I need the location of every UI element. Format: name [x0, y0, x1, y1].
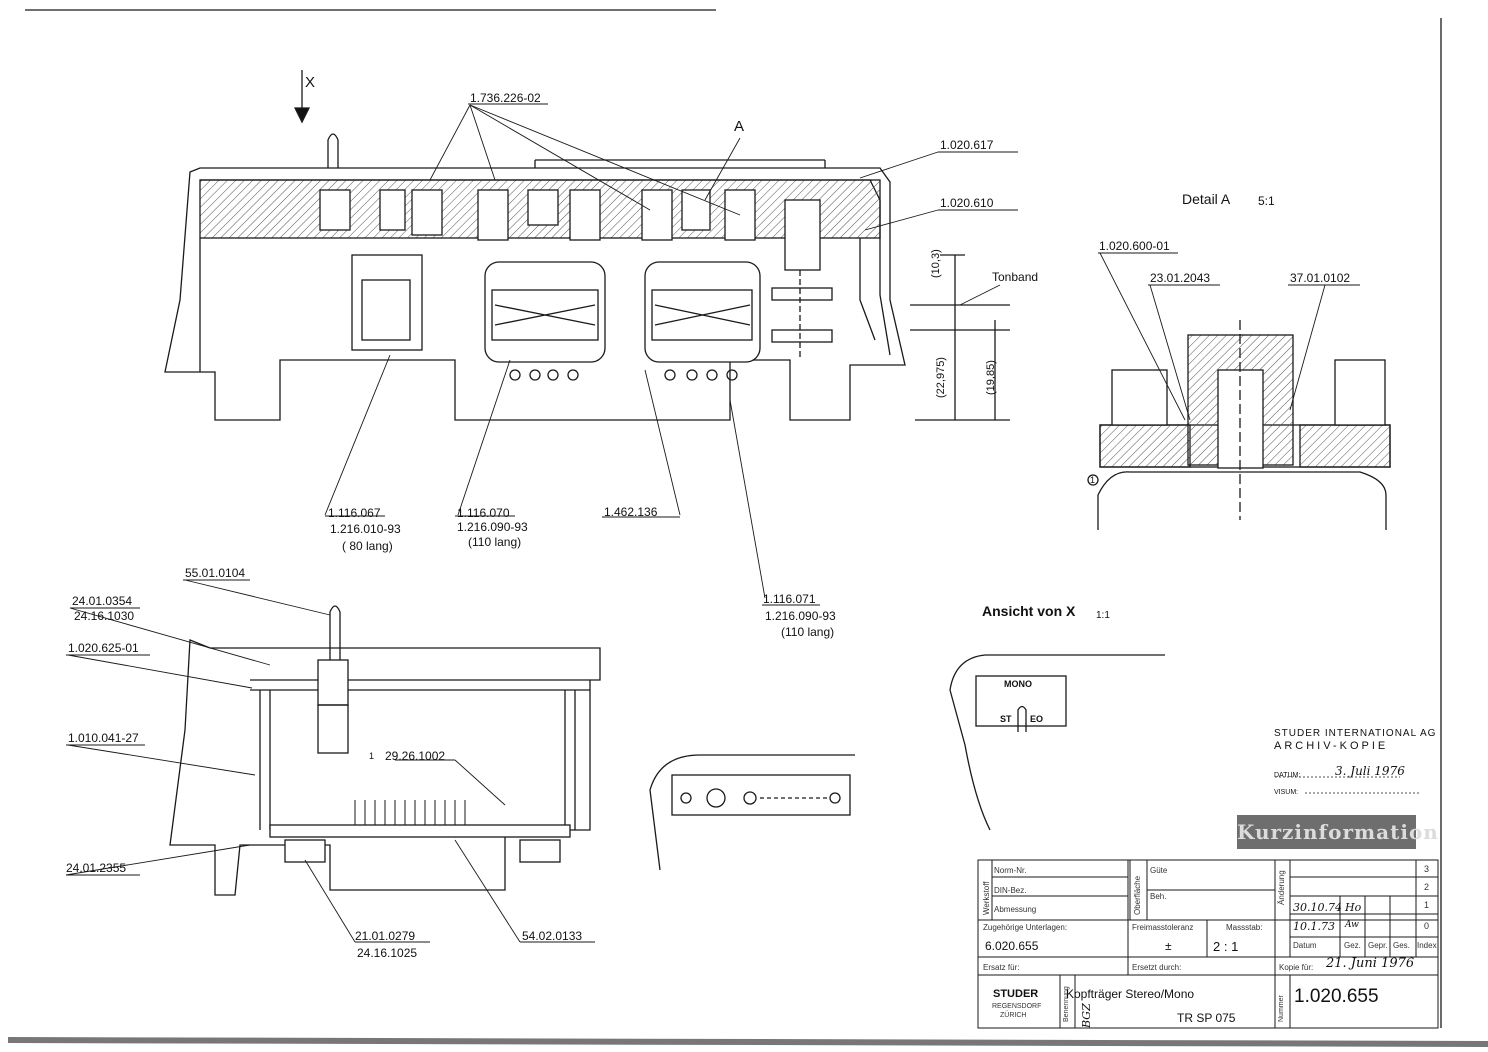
- tb-rev-0-by: Aw: [1345, 920, 1359, 930]
- drawing-subtitle: TR SP 075: [1177, 1011, 1236, 1025]
- dimension-19-85: (19,85): [985, 360, 997, 395]
- callout-detail-part-1: 1.020.600-01: [1099, 239, 1170, 253]
- tb-rev-2: 2: [1424, 882, 1430, 892]
- tb-rev-3: 3: [1424, 864, 1430, 874]
- callout-nut-b: 24.16.1025: [357, 946, 418, 960]
- callout-guide: 1.462.136: [604, 505, 658, 519]
- archive-date-label: DATUM:: [1274, 772, 1301, 779]
- drawing-title: Kopfträger Stereo/Mono: [1066, 987, 1195, 1001]
- tb-abmessung: Abmessung: [994, 905, 1037, 914]
- callout-screw-a: 24.01.0354: [72, 594, 133, 608]
- tb-din: DIN-Bez.: [994, 886, 1027, 895]
- callout-screw-b: 24.16.1030: [74, 609, 135, 623]
- detail-marker-1: 1: [1090, 475, 1096, 485]
- callout-plate: 1.020.625-01: [68, 641, 139, 655]
- callout-head-right-c: (110 lang): [781, 625, 835, 639]
- tb-col-datum: Datum: [1293, 941, 1317, 950]
- switch-label-stereo-right: EO: [1030, 714, 1044, 724]
- view-from-x-scale: 1:1: [1096, 610, 1110, 621]
- tb-kopie-date: 21. Juni 1976: [1326, 956, 1415, 971]
- tb-col-gez: Gez.: [1344, 941, 1361, 950]
- callout-switch: 55.01.0104: [185, 566, 246, 580]
- tb-col-index: Index: [1417, 941, 1437, 950]
- tb-col-ges: Ges.: [1393, 941, 1410, 950]
- main-view-housing: [164, 70, 1010, 421]
- tb-company: STUDER: [993, 988, 1039, 1000]
- tb-freimass-value: ±: [1165, 939, 1172, 953]
- view-from-x: [949, 654, 1165, 831]
- tb-nummer: Nummer: [1278, 995, 1285, 1022]
- callout-body: 1.010.041-27: [68, 731, 139, 745]
- callout-detail-part-3: 37.01.0102: [1290, 271, 1351, 285]
- tb-rev-0-date: 10.1.73: [1293, 920, 1335, 933]
- callout-connector: 54.02.0133: [522, 929, 583, 943]
- callout-nut-a: 21.01.0279: [355, 929, 416, 943]
- tb-ersatz-fuer: Ersatz für:: [983, 963, 1020, 972]
- callout-detail-part-2: 23.01.2043: [1150, 271, 1211, 285]
- tb-zugehoerige: Zugehörige Unterlagen:: [983, 923, 1068, 932]
- switch-label-mono: MONO: [1004, 679, 1032, 689]
- callout-head-mid-c: (110 lang): [468, 535, 522, 549]
- tb-norm: Norm-Nr.: [994, 866, 1027, 875]
- tb-scale: 2 : 1: [1213, 939, 1239, 954]
- tb-kopie-fuer: Kopie für:: [1279, 963, 1314, 972]
- tb-werkstoff: Werkstoff: [982, 881, 991, 916]
- callout-head-right-a: 1.116.071: [763, 592, 816, 606]
- detail-a-title: Detail A: [1182, 191, 1231, 207]
- callout-head-right-b: 1.216.090-93: [765, 609, 836, 623]
- tb-col-gepr: Gepr.: [1368, 941, 1388, 950]
- tb-initials: BGZ: [1080, 1003, 1093, 1028]
- archive-stamp: Kurzinformation: [1237, 815, 1438, 849]
- tb-city-2: ZÜRICH: [1000, 1012, 1027, 1019]
- tb-ersetzt-durch: Ersetzt durch:: [1132, 963, 1182, 972]
- detail-a-view: [1087, 252, 1391, 530]
- callout-head-left-b: 1.216.010-93: [330, 522, 401, 536]
- callout-screw-c: 24.01.2355: [66, 861, 127, 875]
- tb-rev-1: 1: [1424, 900, 1430, 910]
- callout-head-mid-b: 1.216.090-93: [457, 520, 528, 534]
- tb-rev-0: 0: [1424, 921, 1430, 931]
- archive-label: ARCHIV-KOPIE: [1274, 740, 1389, 752]
- callout-tape: Tonband: [992, 270, 1039, 284]
- tb-oberflaeche: Oberfläche: [1133, 875, 1142, 915]
- tb-city-1: REGENSDORF: [992, 1003, 1042, 1010]
- dimension-22-975: (22,975): [935, 357, 947, 398]
- view-x-marker: X: [305, 74, 316, 91]
- callout-screw-group: 1.736.226-02: [470, 91, 541, 105]
- tb-massstab: Massstab:: [1226, 923, 1263, 932]
- tb-rev-1-date: 30.10.74: [1293, 901, 1342, 914]
- callout-part-1020610: 1.020.610: [940, 196, 994, 210]
- archive-company: STUDER INTERNATIONAL AG: [1274, 728, 1437, 739]
- tb-rev-1-by: Ho: [1345, 901, 1362, 914]
- drawing-number: 1.020.655: [1294, 986, 1379, 1007]
- pcb-marker: 1: [369, 751, 375, 761]
- archive-visum-label: VISUM:: [1274, 789, 1299, 796]
- callout-head-left-c: ( 80 lang): [342, 539, 393, 553]
- tb-zug-value: 6.020.655: [985, 939, 1039, 953]
- tb-beh: Beh.: [1150, 892, 1167, 901]
- tb-freimass: Freimasstoleranz: [1132, 923, 1194, 932]
- callout-detail-marker: A: [734, 118, 745, 135]
- switch-label-stereo-left: ST: [1000, 714, 1012, 724]
- callout-part-1020617: 1.020.617: [940, 138, 994, 152]
- callout-head-mid-a: 1.116.070: [457, 506, 510, 520]
- section-view: [65, 579, 601, 943]
- view-from-x-title: Ansicht von X: [982, 603, 1076, 619]
- archive-date-value: 3. Juli 1976: [1335, 764, 1405, 778]
- tb-guete: Güte: [1150, 866, 1168, 875]
- callout-pcb: 29.26.1002: [385, 749, 446, 763]
- callout-head-left-a: 1.116.067: [328, 506, 381, 520]
- front-panel-view: [649, 754, 855, 871]
- tb-aenderung: Änderung: [1277, 870, 1286, 905]
- detail-a-scale: 5:1: [1258, 194, 1275, 208]
- dimension-10-3: (10,3): [930, 249, 942, 278]
- title-block-grid: [977, 859, 1439, 1029]
